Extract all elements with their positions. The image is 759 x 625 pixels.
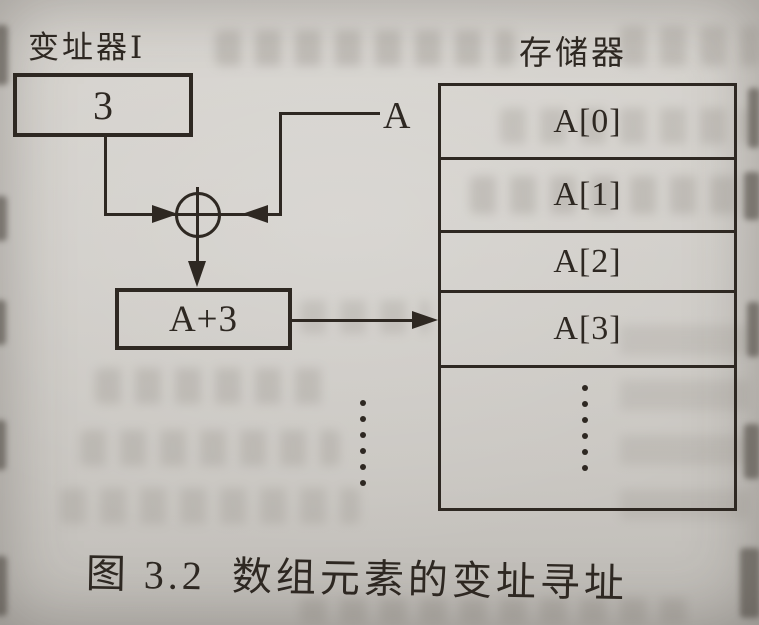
memory-box: A[0] A[1] A[2] A[3] [438, 83, 737, 511]
bleed-through-artifact [60, 488, 360, 524]
arrowhead-into-adder-left [152, 205, 178, 223]
bleed-through-artifact [620, 300, 750, 520]
effective-address-box: A+3 [115, 288, 292, 350]
arrowhead-into-memory [412, 311, 438, 329]
bleed-through-artifact [215, 30, 515, 66]
bleed-through-artifact [500, 108, 750, 144]
page-edge-smudge [0, 420, 6, 470]
memory-cell-label: A[3] [553, 310, 622, 347]
figure-caption-title: 数组元素的变址寻址 [231, 553, 629, 607]
memory-cell: A[1] [441, 160, 734, 233]
memory-cell-label: A[1] [553, 176, 622, 213]
memory-cell: A[3] [441, 293, 734, 368]
page-edge-smudge [744, 424, 759, 479]
bleed-through-artifact [95, 368, 335, 404]
memory-cell-label: A[0] [553, 102, 622, 140]
page-edge-smudge [0, 300, 6, 345]
wire-base-address-horizontal [280, 112, 380, 115]
page-edge-smudge [0, 556, 7, 616]
vertical-ellipsis-icon [360, 400, 366, 486]
effective-address-value: A+3 [168, 298, 239, 340]
circled-plus-adder-icon [175, 192, 221, 238]
memory-cell: A[0] [441, 86, 734, 160]
memory-cell-label: A[2] [553, 242, 622, 280]
wire-base-address-vertical [279, 112, 282, 216]
bleed-through-artifact [620, 26, 759, 66]
page-edge-smudge [740, 548, 759, 618]
figure-caption-number: 图 3.2 [85, 551, 207, 599]
page-edge-smudge [748, 88, 759, 148]
bleed-through-artifact [80, 430, 340, 466]
arrowhead-into-adder-right [242, 205, 268, 223]
page-edge-smudge [744, 172, 759, 220]
bleed-through-artifact [300, 300, 430, 334]
wire-index-register-vertical [104, 135, 107, 216]
page-edge-smudge [0, 25, 8, 85]
base-address-label: A [383, 95, 411, 137]
wire-effective-address-to-memory [292, 319, 412, 322]
bleed-through-artifact [300, 598, 700, 624]
memory-cell: A[2] [441, 233, 734, 293]
page-edge-smudge [0, 196, 7, 241]
index-register-box: 3 [13, 73, 193, 137]
figure-caption: 图 3.2 数组元素的变址寻址 [85, 541, 629, 609]
arrowhead-into-effective-address-box [188, 261, 206, 287]
index-register-label: 变址器Ⅰ [28, 30, 146, 65]
page-edge-smudge [747, 302, 759, 357]
index-register-value: 3 [93, 82, 113, 128]
memory-label: 存储器 [519, 36, 627, 72]
vertical-ellipsis-icon [582, 385, 588, 471]
bleed-through-artifact [470, 176, 750, 214]
